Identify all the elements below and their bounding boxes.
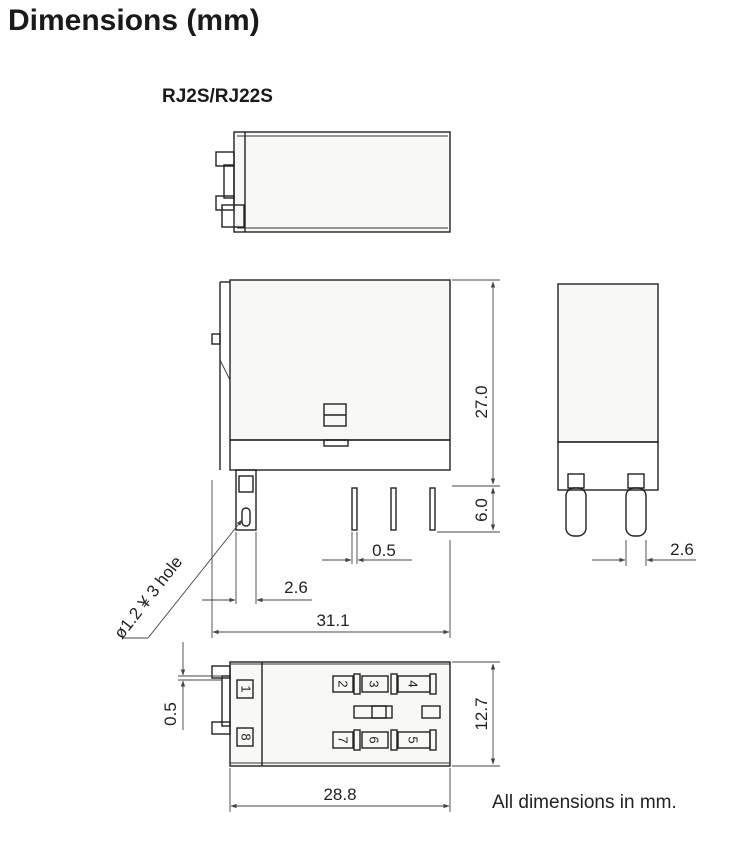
terminal-6: 6 bbox=[367, 736, 382, 743]
page-title: Dimensions (mm) bbox=[8, 4, 260, 37]
bottom-view: 1 8 2 3 4 7 6 5 12.7 28.8 bbox=[161, 642, 500, 812]
terminal-8: 8 bbox=[239, 733, 254, 740]
dim-total-length: 31.1 bbox=[316, 611, 349, 630]
terminal-1: 1 bbox=[239, 685, 254, 692]
dim-pin-width: 0.5 bbox=[372, 541, 396, 560]
dim-base-width: 12.7 bbox=[472, 697, 491, 730]
terminal-5: 5 bbox=[406, 736, 421, 743]
model-label: RJ2S/RJ22S bbox=[162, 86, 273, 107]
dim-pin-length: 6.0 bbox=[472, 498, 491, 522]
hole-note: ø1.2 ¥ 3 hole bbox=[110, 553, 186, 643]
terminal-3: 3 bbox=[367, 680, 382, 687]
terminal-2: 2 bbox=[336, 680, 351, 687]
front-view: 27.0 6.0 0.5 2.6 31.1 ø1.2 ¥ 3 hole bbox=[110, 279, 500, 643]
dim-pin-offset: 2.6 bbox=[284, 578, 308, 597]
dim-base-offset: 0.5 bbox=[161, 702, 180, 726]
top-view bbox=[215, 131, 451, 233]
dim-height-body: 27.0 bbox=[472, 385, 491, 418]
dim-pin-pitch: 2.6 bbox=[670, 540, 694, 559]
terminal-7: 7 bbox=[336, 736, 351, 743]
units-note: All dimensions in mm. bbox=[492, 792, 677, 813]
dim-base-length: 28.8 bbox=[323, 785, 356, 804]
side-view: 2.6 bbox=[557, 283, 696, 566]
terminal-4: 4 bbox=[406, 680, 421, 687]
